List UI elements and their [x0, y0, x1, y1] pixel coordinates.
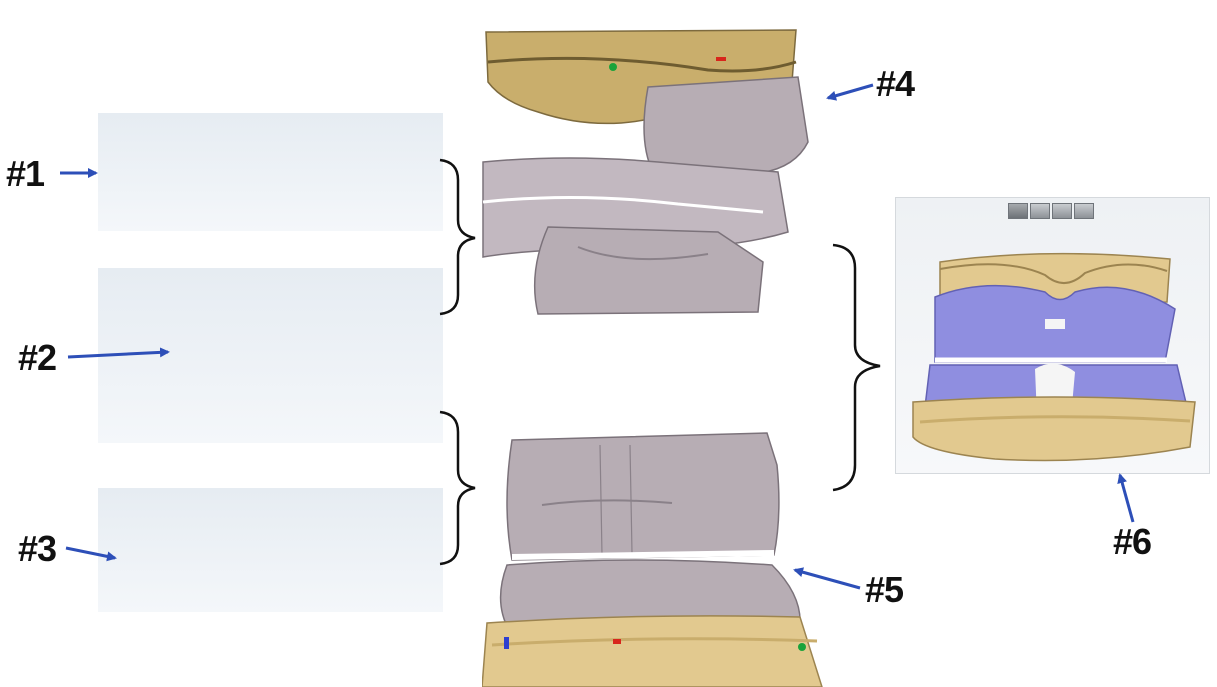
label-5: #5	[865, 572, 903, 608]
label-4: #4	[876, 66, 914, 102]
arrow-4	[828, 85, 873, 98]
label-2: #2	[18, 340, 56, 376]
arrow-3	[66, 548, 115, 558]
bracket-panels-4-5	[833, 245, 880, 490]
label-6: #6	[1113, 524, 1151, 560]
bracket-panels-1-2	[440, 160, 475, 314]
arrow-6	[1120, 475, 1133, 522]
label-3: #3	[18, 531, 56, 567]
bracket-panels-2-3	[440, 412, 475, 564]
arrow-2	[68, 352, 168, 357]
arrow-5	[795, 570, 860, 588]
label-1: #1	[6, 156, 44, 192]
